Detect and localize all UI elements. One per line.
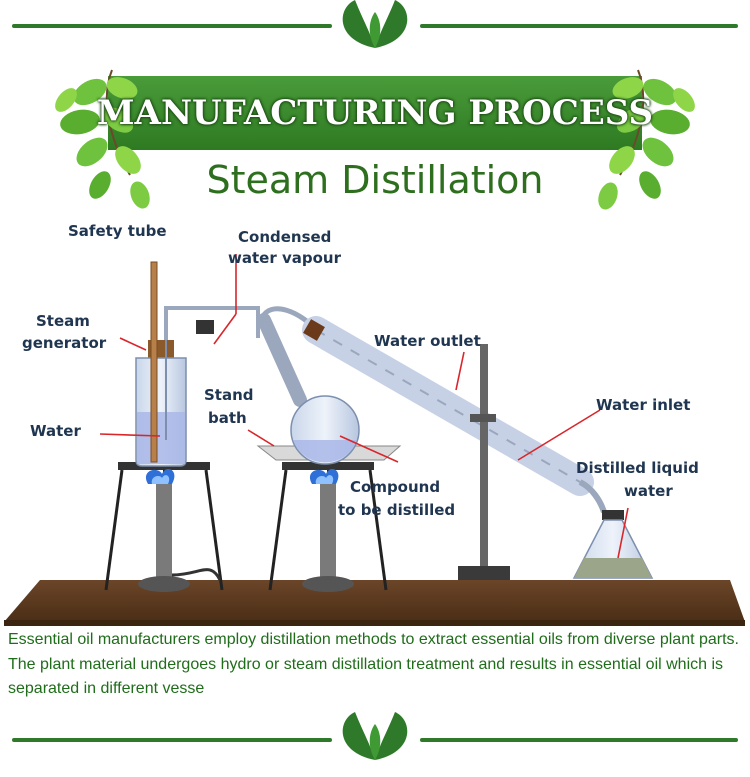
bunsen-burner-1 [138, 469, 222, 592]
bottom-divider-right [420, 738, 738, 742]
title-banner [108, 76, 642, 150]
description-paragraph: Essential oil manufacturers employ disti… [8, 631, 739, 697]
top-divider-right [420, 24, 738, 28]
label-compound: Compound [350, 478, 441, 496]
label-distilled-liquid: Distilled liquid [576, 459, 699, 477]
label-water: Water [30, 422, 81, 440]
receiving-flask [572, 510, 654, 579]
condenser [302, 316, 607, 514]
label-water-outlet: Water outlet [374, 332, 481, 350]
right-leaf-cluster-icon [598, 69, 695, 210]
label-safety-tube: Safety tube [68, 222, 167, 240]
bottom-divider-left [12, 738, 332, 742]
label-water-vapour: water vapour [228, 249, 341, 267]
label-condensed: Condensed [238, 228, 332, 246]
label-to-be-distilled: to be distilled [338, 501, 456, 519]
steam-generator-jar [135, 261, 187, 467]
label-generator: generator [22, 334, 107, 352]
page-subtitle: Steam Distillation [206, 158, 544, 202]
round-bottom-flask [257, 306, 360, 465]
pointer-lines [99, 254, 629, 559]
label-bath: bath [208, 409, 247, 427]
label-stand: Stand [204, 386, 254, 404]
label-distilled-water: water [624, 482, 673, 500]
label-water-inlet: Water inlet [596, 396, 691, 414]
left-leaf-cluster-icon [55, 69, 150, 209]
label-steam: Steam [36, 312, 90, 330]
retort-stand [458, 344, 510, 580]
pinch-clamp [196, 320, 214, 334]
banner-title: MANUFACTURING PROCESS [96, 93, 654, 133]
top-leaf-emblem-icon [342, 0, 408, 48]
work-table [4, 580, 745, 626]
bottom-leaf-emblem-icon [342, 712, 408, 760]
top-divider-left [12, 24, 332, 28]
bunsen-burner-2 [302, 469, 354, 592]
